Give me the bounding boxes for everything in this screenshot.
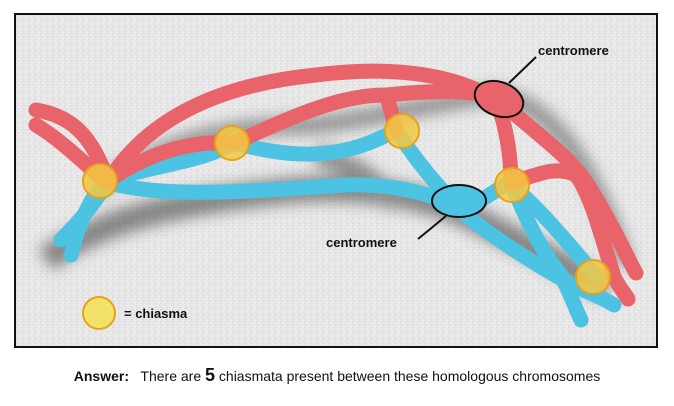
chiasma-4-icon	[494, 167, 530, 203]
centromere-red-icon	[473, 79, 525, 119]
centromere-blue-icon	[431, 184, 487, 218]
micrograph-figure: centromere centromere = chiasma	[14, 13, 658, 348]
chiasma-3-icon	[384, 113, 420, 149]
centromere-top-label: centromere	[538, 43, 609, 58]
chiasma-2-icon	[214, 125, 250, 161]
centromere-bottom-pointer	[417, 215, 447, 240]
caption-count: 5	[205, 365, 216, 385]
chromosome-diagram: centromere centromere = chiasma	[16, 15, 656, 346]
chiasmata	[82, 113, 611, 295]
legend-label: = chiasma	[124, 306, 188, 321]
legend: = chiasma	[82, 296, 188, 330]
centromeres: centromere centromere	[326, 43, 609, 250]
centromere-bottom-label: centromere	[326, 235, 397, 250]
legend-chiasma-icon	[82, 296, 116, 330]
caption-lead: Answer:	[73, 368, 129, 384]
caption-before-count: There are	[140, 368, 202, 384]
chiasma-1-icon	[82, 163, 118, 199]
caption-after-count: chiasmata present between these homologo…	[218, 368, 601, 384]
answer-caption: Answer: There are 5 chiasmata present be…	[0, 365, 674, 386]
centromere-top-pointer	[508, 56, 537, 84]
chiasma-5-icon	[575, 259, 611, 295]
